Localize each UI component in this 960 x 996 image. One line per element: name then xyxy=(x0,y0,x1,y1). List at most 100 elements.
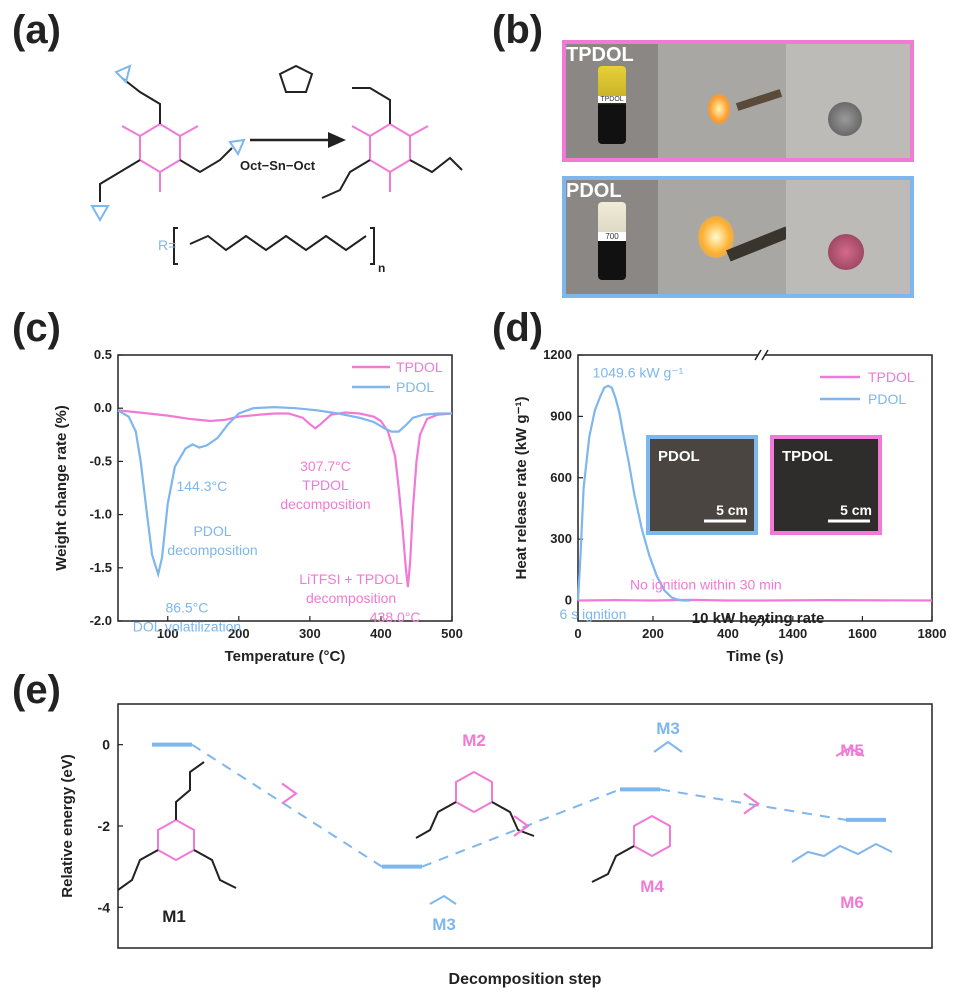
panel-label-d: (d) xyxy=(492,306,544,350)
dioxolane-ring xyxy=(278,64,314,93)
y-tick-label: -1.0 xyxy=(90,507,112,522)
subscript-n: n xyxy=(378,261,385,275)
step-chevron xyxy=(743,792,760,815)
species-label-m1: M1 xyxy=(162,907,186,926)
y-tick-label: -1.5 xyxy=(90,560,112,575)
molecule-m5 xyxy=(835,746,865,757)
catalyst-label: Oct−Sn−Oct xyxy=(240,158,316,173)
x-axis-title: Decomposition step xyxy=(449,971,602,988)
series-line-tpdol xyxy=(117,409,453,588)
x-axis-title: Time (s) xyxy=(726,648,783,665)
x-tick-label: 1600 xyxy=(848,626,877,641)
axis-break-mark xyxy=(754,615,762,627)
annotation-text: 1049.6 kW g⁻¹ xyxy=(593,365,684,381)
x-tick-label: 400 xyxy=(717,626,739,641)
series-line-pdol xyxy=(117,405,452,579)
epoxide-ring-3 xyxy=(90,205,110,223)
coin-cell xyxy=(828,234,864,270)
energy-connector xyxy=(191,743,383,868)
plot-frame xyxy=(117,354,453,622)
y-tick-label: 300 xyxy=(550,531,572,546)
annotation-text: No ignition within 30 min xyxy=(630,576,782,592)
series-line-tpdol xyxy=(577,598,933,602)
inset-label: TPDOL xyxy=(782,448,833,465)
molecule-m1 xyxy=(117,761,237,891)
triazine-ring-right xyxy=(369,122,411,174)
molecule-m3-fragment xyxy=(429,894,457,905)
y-tick-label: -2 xyxy=(98,818,111,834)
y-tick-label: 0 xyxy=(102,737,110,753)
annotation-text: TPDOL xyxy=(302,477,349,493)
annotation-text: 86.5°C xyxy=(165,599,208,615)
annotation-text: decomposition xyxy=(280,496,370,512)
y-tick-label: 0.0 xyxy=(94,400,112,415)
axis-break-mark xyxy=(761,349,769,361)
scale-label: 5 cm xyxy=(840,502,872,518)
molecule-m2 xyxy=(415,770,535,839)
panel-label-b: (b) xyxy=(492,8,544,52)
axis-break-mark xyxy=(761,615,769,627)
scale-label: 5 cm xyxy=(716,502,748,518)
y-axis-title: Heat release rate (kW g⁻¹) xyxy=(513,397,530,580)
species-label-m3: M3 xyxy=(432,915,456,934)
vial-label: 700 xyxy=(598,232,626,241)
molecule-m3-fragment-2 xyxy=(653,740,683,753)
annotation-text: 307.7°C xyxy=(300,458,351,474)
legend-label: TPDOL xyxy=(396,359,443,375)
panel-label-a: (a) xyxy=(12,8,61,52)
energy-connector xyxy=(659,788,847,821)
species-label-m6: M6 xyxy=(840,893,864,912)
annotation-text: DOL volatilization xyxy=(133,618,241,634)
inset-photo-pdol xyxy=(646,435,758,535)
species-label-m3: M3 xyxy=(656,719,680,738)
x-tick-label: 200 xyxy=(228,626,250,641)
vial-label: TPDOL xyxy=(598,96,626,103)
legend-label: PDOL xyxy=(396,379,434,395)
x-tick-label: 100 xyxy=(157,626,179,641)
axis-break-gap-top xyxy=(758,351,765,359)
x-tick-label: 200 xyxy=(642,626,664,641)
flame-icon xyxy=(708,94,730,124)
plot-frame xyxy=(577,354,933,622)
species-label-m2: M2 xyxy=(462,731,486,750)
y-tick-label: 0 xyxy=(565,593,572,608)
annotation-text: decomposition xyxy=(167,542,257,558)
vial xyxy=(598,66,626,144)
y-tick-label: -4 xyxy=(98,899,111,915)
annotation-text: 144.3°C xyxy=(176,478,227,494)
y-tick-label: 0.5 xyxy=(94,347,112,362)
molecule-m4 xyxy=(591,814,671,883)
species-label-m5: M5 xyxy=(840,741,864,760)
y-axis-title: Weight change rate (%) xyxy=(53,405,70,571)
x-tick-label: 0 xyxy=(574,626,581,641)
reaction-scheme: Oct−Sn−Oct R= n xyxy=(90,64,463,275)
epoxide-ring-1 xyxy=(114,64,132,84)
energy-connector xyxy=(421,788,621,868)
panel-label-e: (e) xyxy=(12,668,61,712)
photo-label-pdol: PDOL xyxy=(566,180,622,202)
after-photo xyxy=(786,44,910,158)
r-group-label: R= xyxy=(158,237,176,253)
step-chevron xyxy=(513,815,530,837)
coin-cell xyxy=(828,102,862,136)
annotation-text: 438.0°C xyxy=(370,609,421,625)
legend-label: TPDOL xyxy=(868,369,915,385)
legend-label: PDOL xyxy=(868,391,906,407)
photo-frame-pdol: 700 xyxy=(562,176,914,298)
vial xyxy=(598,202,626,280)
x-tick-label: 1400 xyxy=(778,626,807,641)
y-tick-label: 900 xyxy=(550,408,572,423)
annotation-text: PDOL xyxy=(193,523,231,539)
panel-label-c: (c) xyxy=(12,306,61,350)
inset-photo-tpdol xyxy=(770,435,882,535)
annotation-text: LiTFSI + TPDOL xyxy=(299,571,403,587)
axis-break-mark xyxy=(754,349,762,361)
annotation-text: 6 s ignition xyxy=(560,606,627,622)
annotation-text: decomposition xyxy=(306,590,396,606)
annotation-text: 10 kW heating rate xyxy=(692,610,825,627)
epoxide-ring-2 xyxy=(228,138,246,157)
y-tick-label: 600 xyxy=(550,470,572,485)
